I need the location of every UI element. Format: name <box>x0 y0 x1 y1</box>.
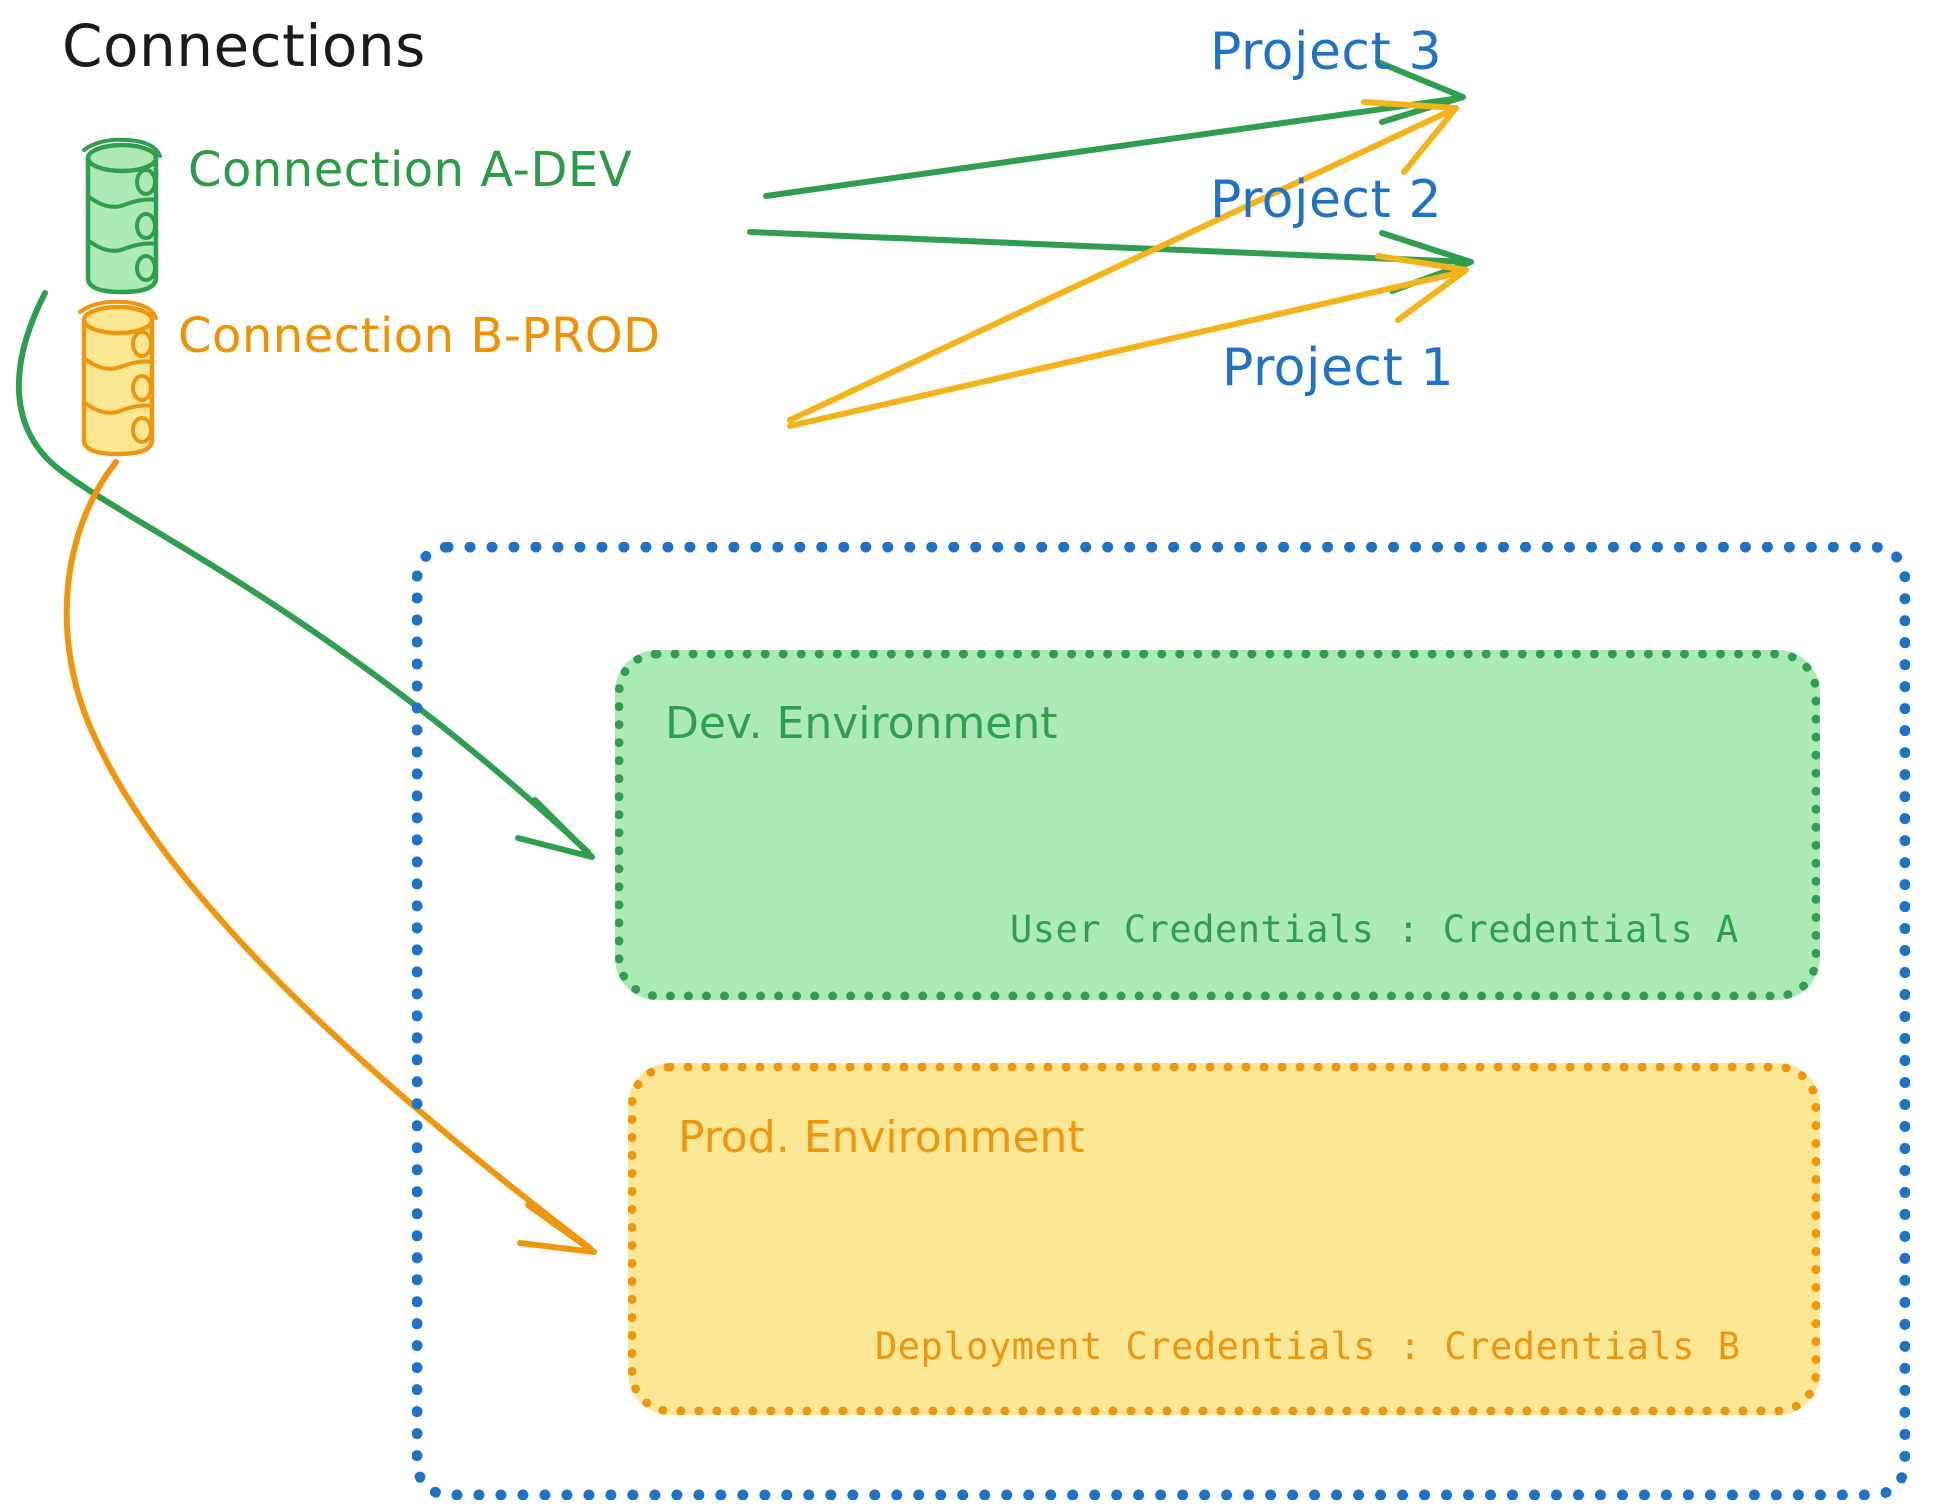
prod-environment-box[interactable] <box>628 1063 1820 1415</box>
arrow-orange-to-project-3 <box>787 99 1459 423</box>
database-cylinder-icon-green <box>82 137 162 295</box>
project-2-label[interactable]: Project 2 <box>1210 170 1443 230</box>
arrow-green-to-dev-environment <box>15 290 595 860</box>
project-1-label[interactable]: Project 1 <box>1222 338 1455 398</box>
dev-environment-title: Dev. Environment <box>665 698 1058 749</box>
arrow-green-to-project-2 <box>747 229 1474 294</box>
dev-environment-credentials: User Credentials : Credentials A <box>1010 908 1739 951</box>
project-1-container <box>412 542 1910 1500</box>
dev-environment-box[interactable] <box>615 650 1820 1000</box>
connection-a-dev-label[interactable]: Connection A-DEV <box>188 142 633 198</box>
connection-b-prod-label[interactable]: Connection B-PROD <box>178 308 661 364</box>
arrow-orange-to-project-2 <box>787 253 1469 429</box>
prod-environment-title: Prod. Environment <box>678 1112 1085 1163</box>
arrow-green-to-project-3 <box>763 59 1466 199</box>
prod-environment-credentials: Deployment Credentials : Credentials B <box>875 1325 1741 1368</box>
page-title: Connections <box>62 12 426 80</box>
project-3-label[interactable]: Project 3 <box>1210 22 1443 82</box>
database-cylinder-icon-orange <box>78 299 158 457</box>
